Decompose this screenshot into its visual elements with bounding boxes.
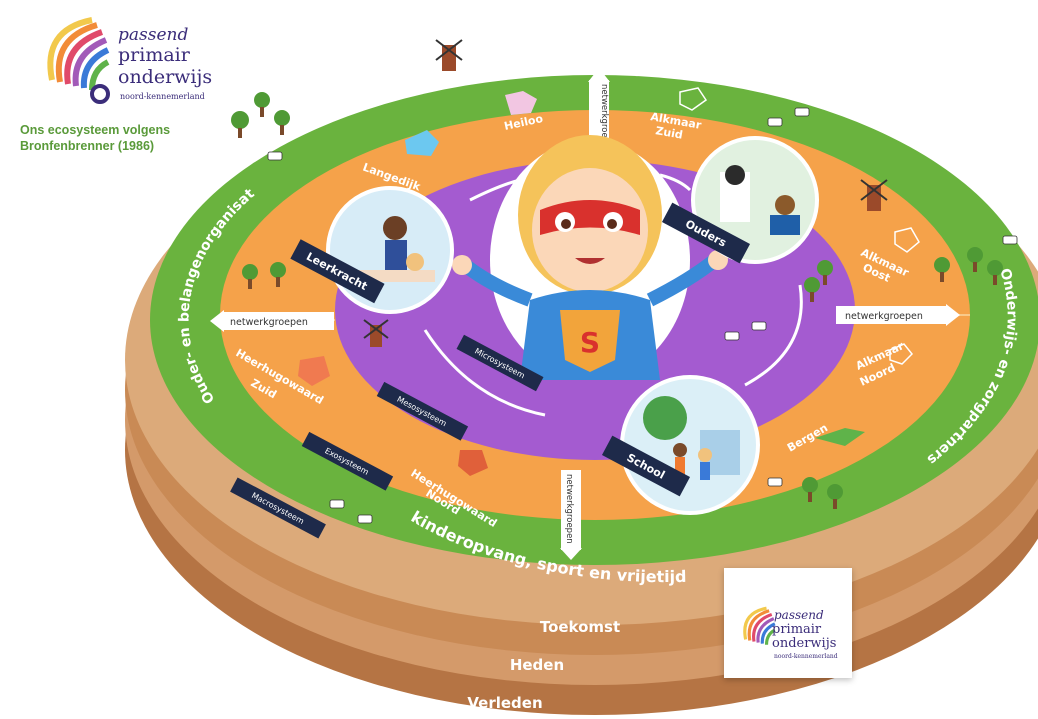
svg-text:netwerkgroepen: netwerkgroepen <box>564 474 574 544</box>
logo-word-onderwijs: onderwijs <box>118 66 213 88</box>
flow-arrows <box>423 173 803 417</box>
layer-toekomst: Toekomst <box>540 618 620 636</box>
school-circle <box>620 375 760 515</box>
svg-text:netwerkgroepen: netwerkgroepen <box>599 84 609 154</box>
svg-text:netwerkgroepen: netwerkgroepen <box>845 311 923 322</box>
leerkracht-circle <box>326 186 454 314</box>
decorative-trees <box>231 92 1003 509</box>
figure-caption: Ons ecosysteem volgens Bronfenbrenner (1… <box>20 122 220 154</box>
logo-word-passend: passend <box>118 25 189 45</box>
network-arrow-left: netwerkgroepen <box>210 310 334 332</box>
card-word-onderwijs: onderwijs <box>772 636 837 651</box>
logo-word-primair: primair <box>118 44 190 66</box>
network-arrow-right: netwerkgroepen <box>836 304 960 326</box>
decorative-animals <box>267 107 1018 524</box>
logo-word-region: noord-kennemerland <box>120 92 205 101</box>
logo-card: passend primair onderwijs noord-kennemer… <box>724 568 852 678</box>
central-hero-figure: S <box>452 135 728 380</box>
svg-text:Zuid: Zuid <box>654 124 683 142</box>
layer-verleden: Verleden <box>467 694 542 712</box>
card-logo-swirl-icon <box>743 606 776 645</box>
network-arrow-bottom: netwerkgroepen <box>560 470 582 560</box>
logo-swirl-icon <box>47 17 110 104</box>
svg-text:netwerkgroepen: netwerkgroepen <box>230 317 308 328</box>
card-word-primair: primair <box>772 622 822 637</box>
card-word-region: noord-kennemerland <box>774 653 838 660</box>
layer-heden: Heden <box>510 656 564 674</box>
caption-line-1: Ons ecosysteem volgens <box>20 123 171 137</box>
brand-logo: passend primair onderwijs noord-kennemer… <box>22 10 212 110</box>
card-word-passend: passend <box>774 608 824 622</box>
hero-emblem: S <box>580 326 600 359</box>
caption-line-2: Bronfenbrenner (1986) <box>20 139 155 153</box>
windmill-icons <box>363 39 888 347</box>
